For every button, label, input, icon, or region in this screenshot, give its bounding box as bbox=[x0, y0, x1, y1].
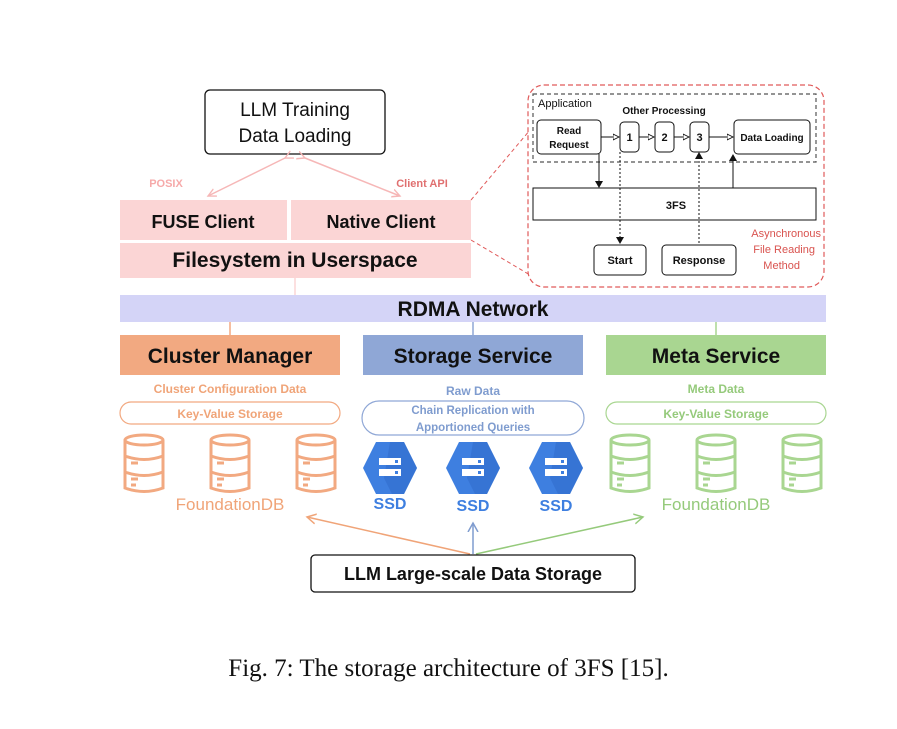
fuse-client-label: FUSE Client bbox=[151, 212, 254, 232]
response-label: Response bbox=[673, 255, 726, 267]
cluster-kv-label: Key-Value Storage bbox=[177, 407, 283, 421]
client-api-label: Client API bbox=[396, 178, 448, 190]
zoom-line-bottom bbox=[470, 239, 531, 276]
userspace-label: Filesystem in Userspace bbox=[172, 249, 417, 272]
cluster-config-data-label: Cluster Configuration Data bbox=[154, 382, 307, 396]
rdma-network-label: RDMA Network bbox=[398, 298, 549, 321]
client-api-arrow bbox=[305, 158, 400, 196]
application-box bbox=[532, 93, 817, 163]
3fs-label: 3FS bbox=[666, 200, 686, 212]
meta-service-box bbox=[606, 335, 826, 375]
ssd-icon-2 bbox=[446, 442, 500, 494]
llm-training-line1: LLM Training bbox=[240, 100, 350, 121]
meta-data-label: Meta Data bbox=[688, 382, 745, 396]
meta-kv-pill bbox=[605, 401, 827, 425]
raw-data-label: Raw Data bbox=[446, 384, 500, 398]
async-line1: Asynchronous bbox=[751, 228, 821, 240]
ssd-icon-1 bbox=[363, 442, 417, 494]
fuse-client-box bbox=[120, 200, 287, 240]
meta-service-title: Meta Service bbox=[652, 345, 780, 368]
start-box bbox=[593, 244, 647, 276]
rdma-network-bar bbox=[120, 295, 826, 322]
cluster-manager-box bbox=[120, 335, 340, 375]
ssd-icon-3 bbox=[529, 442, 583, 494]
step-1-label: 1 bbox=[626, 132, 632, 144]
native-client-box bbox=[291, 200, 471, 240]
chain-replication-line2: Apportioned Queries bbox=[416, 422, 530, 434]
ssd-label-3: SSD bbox=[540, 498, 573, 515]
read-request-line1: Read bbox=[557, 126, 581, 137]
llm-storage-box bbox=[310, 554, 636, 593]
figure-caption: Fig. 7: The storage architecture of 3FS … bbox=[228, 655, 669, 682]
llm-storage-label: LLM Large-scale Data Storage bbox=[344, 564, 602, 584]
arrow-to-cluster-db bbox=[307, 517, 471, 555]
meta-database-icon-2 bbox=[695, 433, 737, 493]
cluster-manager-title: Cluster Manager bbox=[148, 345, 313, 368]
start-label: Start bbox=[607, 255, 632, 267]
cluster-database-icon-2 bbox=[209, 433, 251, 493]
meta-database-icon-1 bbox=[609, 433, 651, 493]
chain-replication-line1: Chain Replication with bbox=[411, 405, 534, 417]
cluster-database-icon-3 bbox=[295, 433, 337, 493]
other-processing-label: Other Processing bbox=[622, 106, 705, 117]
async-line2: File Reading bbox=[753, 244, 815, 256]
userspace-box bbox=[120, 243, 471, 278]
meta-foundationdb-label: FoundationDB bbox=[662, 495, 771, 514]
data-loading-label: Data Loading bbox=[740, 133, 803, 144]
read-request-line2: Request bbox=[549, 140, 589, 151]
ssd-label-2: SSD bbox=[457, 498, 490, 515]
step-2-label: 2 bbox=[661, 132, 667, 144]
llm-training-box bbox=[204, 89, 386, 155]
meta-database-icon-3 bbox=[781, 433, 823, 493]
cluster-database-icon-1 bbox=[123, 433, 165, 493]
async-line3: Method bbox=[763, 260, 800, 272]
chain-replication-pill bbox=[361, 400, 585, 436]
architecture-diagram: LLM Training Data Loading POSIX Client A… bbox=[119, 84, 827, 593]
arrow-to-meta-db bbox=[475, 517, 643, 555]
storage-service-box bbox=[363, 335, 583, 375]
ssd-label-1: SSD bbox=[374, 496, 407, 513]
native-client-label: Native Client bbox=[326, 212, 435, 232]
cluster-kv-pill bbox=[119, 401, 341, 425]
application-label: Application bbox=[538, 98, 592, 110]
posix-arrow bbox=[208, 158, 285, 196]
zoom-line-top bbox=[470, 129, 531, 201]
cluster-foundationdb-label: FoundationDB bbox=[176, 495, 285, 514]
step-3-label: 3 bbox=[696, 132, 702, 144]
3fs-bar bbox=[532, 187, 817, 221]
response-box bbox=[661, 244, 737, 276]
storage-service-title: Storage Service bbox=[394, 345, 553, 368]
llm-training-line2: Data Loading bbox=[238, 126, 351, 147]
posix-label: POSIX bbox=[149, 178, 183, 190]
meta-kv-label: Key-Value Storage bbox=[663, 407, 769, 421]
